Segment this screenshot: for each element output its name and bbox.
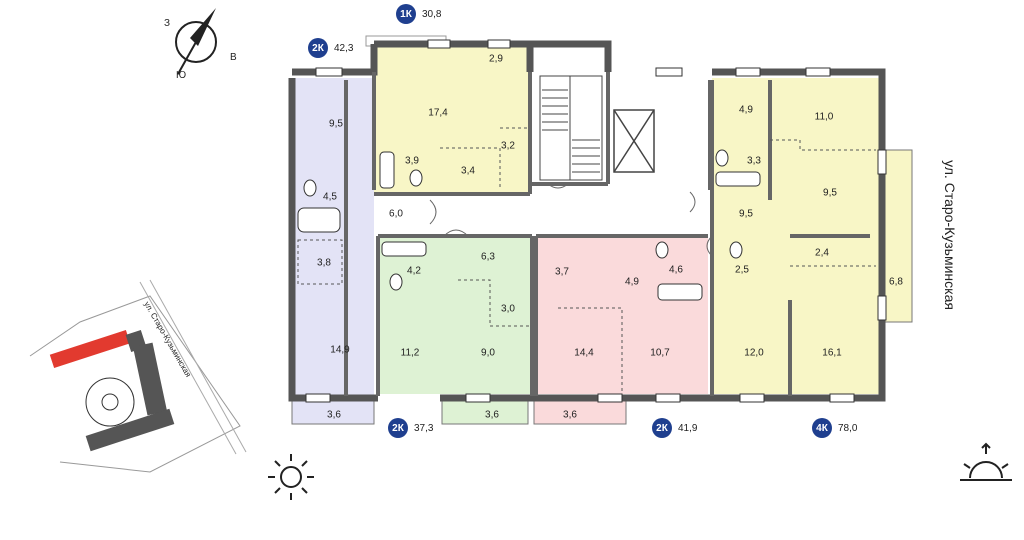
apartment-2k-a-fill — [292, 78, 374, 398]
room-area: 11,0 — [814, 111, 834, 123]
sun-icon — [268, 454, 314, 500]
staircase — [539, 75, 603, 181]
room-area: 3,2 — [501, 140, 515, 152]
elevator — [613, 109, 655, 173]
room-area: 17,4 — [428, 107, 448, 119]
room-area: 9,5 — [329, 118, 343, 130]
room-area: 2,4 — [815, 247, 829, 259]
balcony-4k — [881, 149, 913, 323]
badge-2k-c[interactable]: 2К — [652, 418, 672, 438]
room-area: 3,9 — [405, 155, 419, 167]
room-area: 3,0 — [501, 303, 515, 315]
badge-2k-a[interactable]: 2К — [308, 38, 328, 58]
inner-walls — [344, 72, 870, 396]
compass-w: З — [164, 18, 171, 29]
compass-e: В — [230, 52, 237, 63]
room-area: 9,5 — [739, 208, 753, 220]
room-area: 3,6 — [485, 409, 499, 421]
room-area: 3,6 — [327, 409, 341, 421]
room-area: 14,9 — [330, 344, 350, 356]
room-area: 4,6 — [669, 264, 683, 276]
zone-lines — [297, 127, 876, 394]
room-area: 4,9 — [739, 104, 753, 116]
windows — [305, 39, 887, 403]
street-label: ул. Старо-Кузьминская — [942, 160, 958, 310]
room-area: 16,1 — [822, 347, 842, 359]
badge-2k-c-area: 41,9 — [678, 423, 698, 434]
room-area: 4,9 — [625, 276, 639, 288]
room-area: 3,8 — [317, 257, 331, 269]
room-area: 3,3 — [747, 155, 761, 167]
room-area: 12,0 — [744, 347, 764, 359]
room-area: 10,7 — [650, 347, 670, 359]
room-area: 3,7 — [555, 266, 569, 278]
badge-4k-area: 78,0 — [838, 423, 858, 434]
compass-s: Ю — [176, 70, 187, 81]
apartment-1k-fill — [374, 44, 530, 194]
highlight-section — [49, 329, 131, 369]
badge-1k-area: 30,8 — [422, 9, 442, 20]
room-area: 9,5 — [823, 187, 837, 199]
room-area: 9,0 — [481, 347, 495, 359]
room-area: 2,9 — [489, 53, 503, 65]
badge-2k-b-area: 37,3 — [414, 423, 434, 434]
apartment-2k-c-fill — [536, 236, 708, 394]
room-area: 3,6 — [563, 409, 577, 421]
room-area: 4,2 — [407, 265, 421, 277]
site-minimap — [29, 279, 247, 473]
room-area: 11,2 — [400, 347, 420, 359]
badge-2k-a-area: 42,3 — [334, 43, 354, 54]
room-area: 6,3 — [481, 251, 495, 263]
compass-icon — [175, 8, 217, 75]
room-area: 6,0 — [389, 208, 403, 220]
apartment-2k-b-fill — [378, 236, 532, 394]
bath-fixtures — [297, 149, 761, 301]
doors — [429, 183, 713, 257]
room-area: 3,4 — [461, 165, 475, 177]
room-area: 6,8 — [889, 276, 903, 288]
badge-4k[interactable]: 4К — [812, 418, 832, 438]
room-area: 2,5 — [735, 264, 749, 276]
sunrise-icon — [960, 442, 1012, 481]
badge-2k-b[interactable]: 2К — [388, 418, 408, 438]
badge-1k[interactable]: 1К — [396, 4, 416, 24]
room-area: 14,4 — [574, 347, 594, 359]
room-area: 4,5 — [323, 191, 337, 203]
